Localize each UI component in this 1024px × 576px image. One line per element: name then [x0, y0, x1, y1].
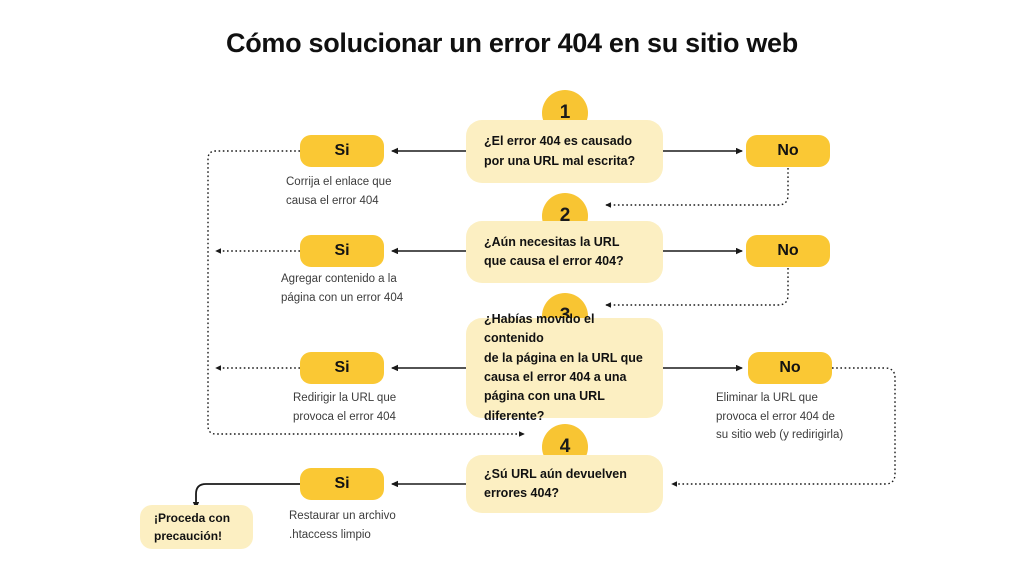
- no-pill-3[interactable]: No: [748, 352, 832, 384]
- page-title: Cómo solucionar un error 404 en su sitio…: [226, 28, 798, 58]
- yes-pill-2[interactable]: Si: [300, 235, 384, 267]
- decision-node-2-text: ¿Aún necesitas la URL que causa el error…: [484, 234, 624, 268]
- yes-pill-4[interactable]: Si: [300, 468, 384, 500]
- decision-node-3-text: ¿Habías movido el contenido de la página…: [484, 311, 643, 423]
- yes-pill-3[interactable]: Si: [300, 352, 384, 384]
- yes-pill-1[interactable]: Si: [300, 135, 384, 167]
- no-pill-1[interactable]: No: [746, 135, 830, 167]
- decision-node-3[interactable]: ¿Habías movido el contenido de la página…: [466, 312, 663, 423]
- decision-node-2[interactable]: ¿Aún necesitas la URL que causa el error…: [466, 221, 663, 283]
- terminal-proceed-with-caution[interactable]: ¡Proceda con precaución!: [140, 505, 253, 549]
- yes-action-caption-4: Restaurar un archivo .htaccess limpio: [289, 510, 396, 541]
- yes-action-caption-3: Redirigir la URL que provoca el error 40…: [293, 392, 397, 423]
- yes-action-caption-1: Corrija el enlace que causa el error 404: [286, 176, 392, 207]
- terminal-label: ¡Proceda con precaución!: [154, 511, 231, 543]
- decision-node-1[interactable]: ¿El error 404 es causado por una URL mal…: [466, 120, 663, 183]
- yes-action-caption-2: Agregar contenido a la página con un err…: [281, 273, 404, 304]
- decision-node-4[interactable]: ¿Sú URL aún devuelven errores 404?: [466, 455, 663, 513]
- decision-node-4-text: ¿Sú URL aún devuelven errores 404?: [484, 466, 627, 500]
- no-action-caption-3: Eliminar la URL que provoca el error 404…: [716, 392, 844, 442]
- decision-node-1-text: ¿El error 404 es causado por una URL mal…: [484, 134, 636, 168]
- no-pill-2[interactable]: No: [746, 235, 830, 267]
